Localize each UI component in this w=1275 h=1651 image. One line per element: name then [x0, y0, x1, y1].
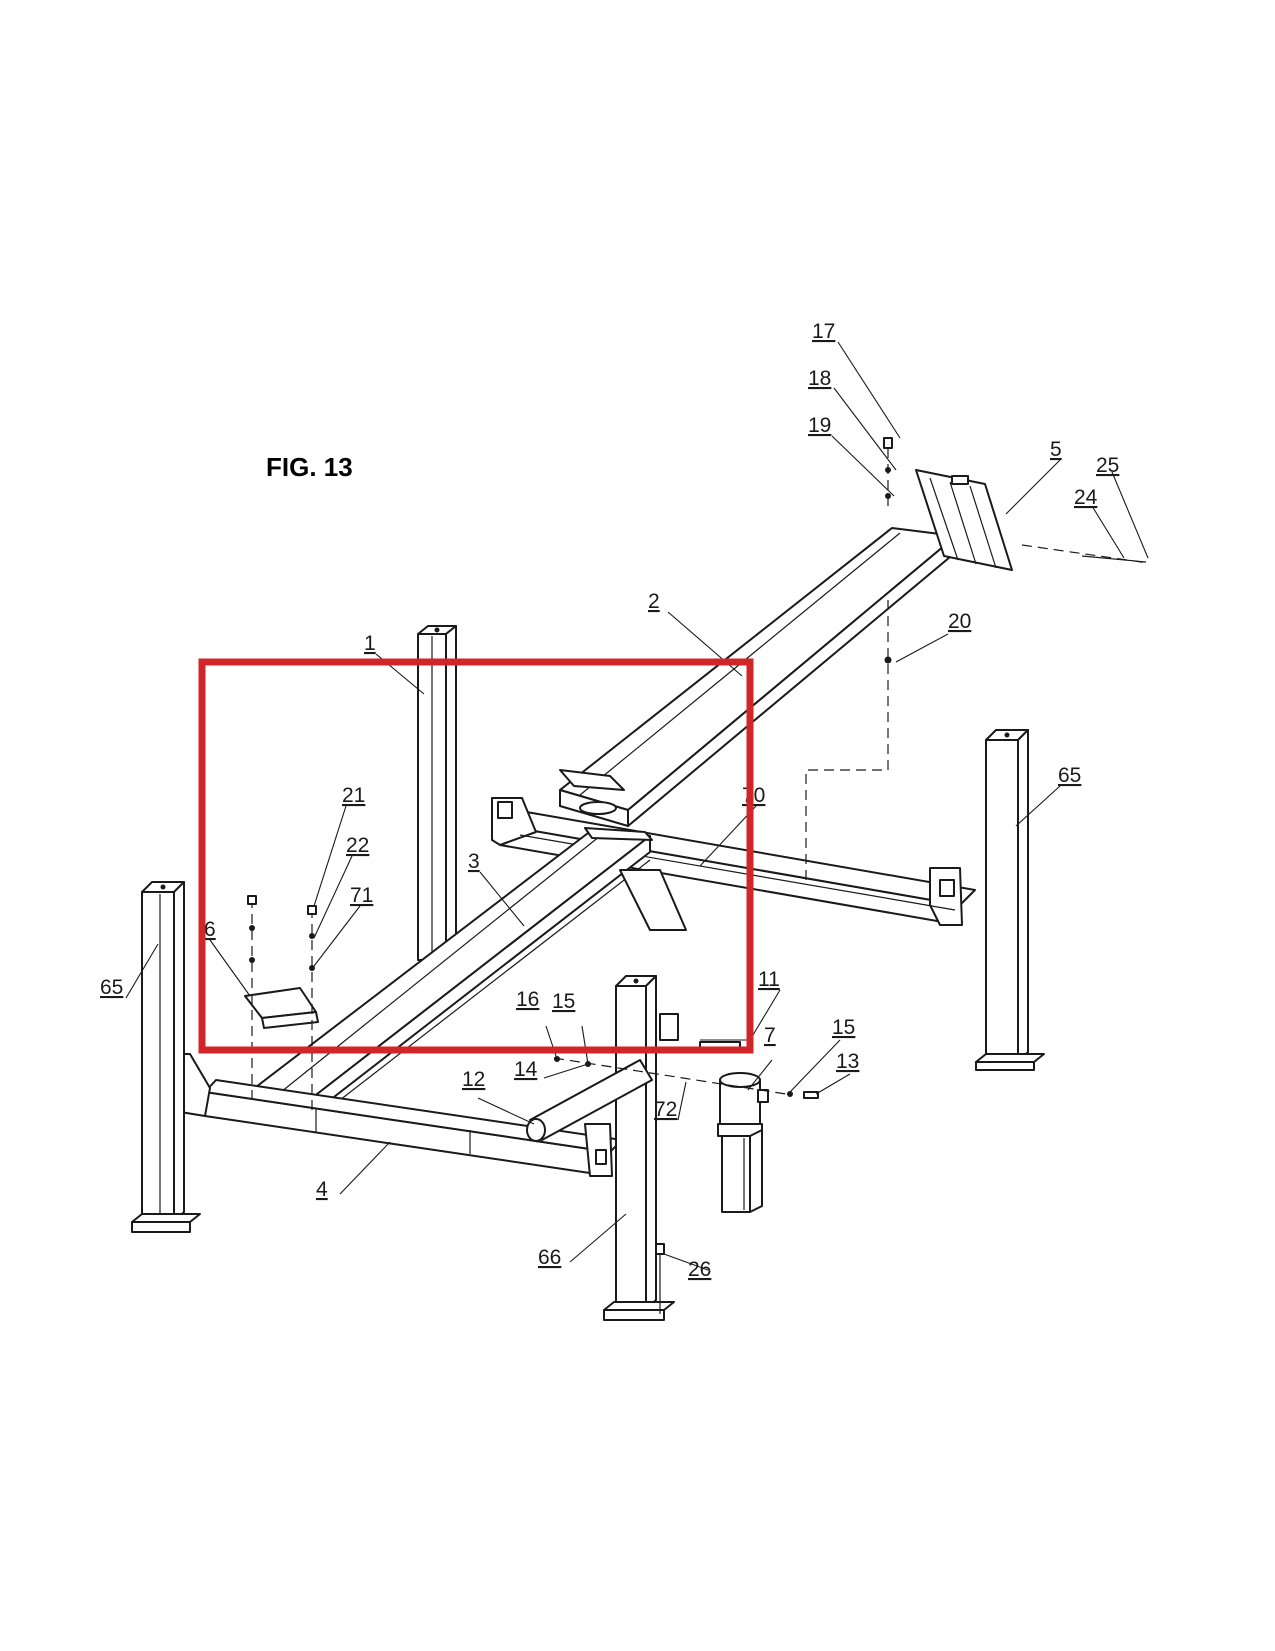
callout-19: 19: [808, 414, 831, 437]
callout-70: 70: [742, 784, 765, 807]
power-unit: [717, 1072, 769, 1213]
bolt-13: [803, 1091, 819, 1099]
sheave-bracket: [659, 1013, 679, 1041]
ramp-bracket-rear: [915, 469, 1013, 571]
assembly-line-cable: [805, 600, 889, 880]
callout-5: 5: [1050, 438, 1062, 461]
post-front-left: [131, 881, 201, 1233]
callout-22: 22: [346, 834, 369, 857]
callout-11: 11: [758, 968, 780, 991]
callout-65-front: 65: [100, 976, 123, 999]
callout-14: 14: [514, 1058, 538, 1081]
callout-16: 16: [516, 988, 539, 1011]
figure-title: FIG. 13: [266, 452, 353, 482]
callout-20: 20: [948, 610, 971, 633]
callout-labels: 17 18 19 5 25 24 2 20 1 65 21 70 22 3 71…: [100, 320, 1119, 1281]
callout-66: 66: [538, 1246, 561, 1269]
callout-12: 12: [462, 1068, 485, 1091]
runway-far: [559, 527, 957, 827]
bolt-stack-rear: [883, 437, 893, 664]
callout-21: 21: [342, 784, 365, 807]
callout-1: 1: [364, 632, 376, 655]
post-rear-right: [975, 729, 1045, 1071]
callout-4: 4: [316, 1178, 328, 1201]
callout-71: 71: [350, 884, 373, 907]
callout-3: 3: [468, 850, 480, 873]
callout-7: 7: [764, 1024, 776, 1047]
post-rear-left: [417, 625, 457, 961]
highlight-box: [198, 658, 754, 1054]
assembly-line-pin: [1021, 544, 1149, 564]
callout-2: 2: [648, 590, 660, 613]
runway-near: [251, 827, 687, 1115]
callout-6: 6: [204, 918, 216, 941]
callout-17: 17: [812, 320, 835, 343]
callout-18: 18: [808, 367, 831, 390]
assembly-line-power: [553, 1057, 787, 1095]
callout-24: 24: [1074, 486, 1098, 509]
callout-15-a: 15: [552, 990, 575, 1013]
callout-72: 72: [654, 1098, 677, 1121]
callout-15-b: 15: [832, 1016, 855, 1039]
callout-25: 25: [1096, 454, 1119, 477]
pin-rod: [1081, 555, 1147, 563]
callout-65-rear: 65: [1058, 764, 1081, 787]
hydraulic-cylinder: [526, 1059, 653, 1142]
callout-13: 13: [836, 1050, 859, 1073]
callout-26: 26: [688, 1258, 711, 1281]
ramp-front: [244, 987, 319, 1029]
